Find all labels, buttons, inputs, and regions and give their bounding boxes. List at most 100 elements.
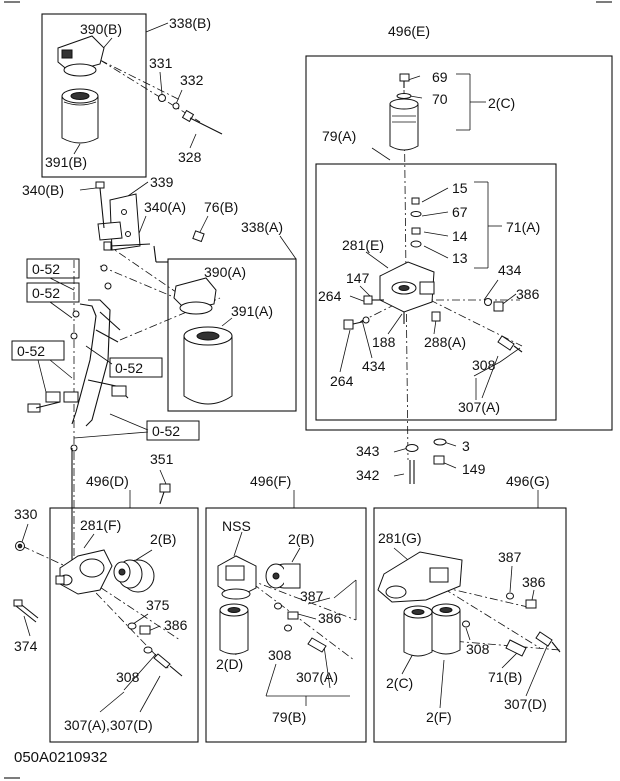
frame-79a — [315, 163, 557, 421]
label-343: 343 — [356, 443, 380, 459]
label-2b-mid: 2(B) — [288, 531, 314, 547]
label-79b: 79(B) — [272, 709, 306, 725]
label-332: 332 — [180, 72, 204, 88]
label-2c-top: 2(C) — [488, 95, 515, 111]
label-147: 147 — [346, 270, 370, 286]
label-71b: 71(B) — [488, 669, 522, 685]
label-387-right: 387 — [498, 549, 522, 565]
filter-element-2b-left — [113, 559, 155, 593]
bolt-264 — [343, 319, 363, 330]
filter-cartridge-2c-top — [389, 98, 419, 151]
label-330: 330 — [14, 506, 38, 522]
label-0-52-a: 0-52 — [32, 261, 60, 277]
label-0-52-b: 0-52 — [32, 285, 60, 301]
frame-496f — [205, 507, 367, 743]
label-331: 331 — [149, 55, 173, 71]
label-339: 339 — [150, 174, 174, 190]
label-188: 188 — [372, 334, 396, 350]
label-307ad: 307(A),307(D) — [64, 717, 153, 733]
bolt-340b — [95, 181, 105, 229]
drawing-id: 050A0210932 — [14, 749, 107, 766]
filter-element-2f — [431, 603, 461, 655]
frame-338b — [41, 13, 147, 178]
label-281g: 281(G) — [378, 530, 422, 546]
label-338a: 338(A) — [241, 219, 283, 235]
label-340a: 340(A) — [144, 199, 186, 215]
label-342: 342 — [356, 467, 380, 483]
filter-element-2d — [219, 603, 249, 655]
filter-head-390a — [173, 277, 217, 315]
label-496d: 496(D) — [86, 473, 129, 489]
label-15: 15 — [452, 180, 468, 196]
label-0-52-d: 0-52 — [115, 360, 143, 376]
bracket-assembly-left — [27, 264, 129, 452]
fitting-71b — [505, 639, 527, 657]
label-281f: 281(F) — [80, 517, 121, 533]
bolt-147 — [363, 295, 384, 305]
label-391b: 391(B) — [45, 154, 87, 170]
filter-element-2c-bot — [403, 605, 433, 657]
label-2f: 2(F) — [426, 709, 452, 725]
label-496e: 496(E) — [388, 23, 430, 39]
label-14: 14 — [452, 228, 468, 244]
label-69: 69 — [432, 69, 448, 85]
frame-338a — [167, 258, 297, 412]
label-67: 67 — [452, 204, 468, 220]
label-328: 328 — [178, 149, 202, 165]
label-71a: 71(A) — [506, 219, 540, 235]
fitting-307d — [535, 631, 561, 653]
label-387-mid: 387 — [300, 588, 324, 604]
filter-element-2b-mid — [265, 563, 301, 589]
frame-496g — [373, 507, 567, 743]
filter-element-391b — [61, 88, 99, 144]
label-386-left: 386 — [164, 617, 188, 633]
label-2c-bot: 2(C) — [386, 675, 413, 691]
filter-head-281f — [55, 549, 113, 595]
label-390b: 390(B) — [80, 21, 122, 37]
label-434-a: 434 — [498, 262, 522, 278]
filter-head-390b — [57, 35, 105, 77]
stud-374 — [13, 599, 39, 623]
label-308-right: 308 — [466, 641, 490, 657]
label-375: 375 — [146, 597, 170, 613]
label-0-52-e: 0-52 — [152, 423, 180, 439]
label-nss: NSS — [222, 518, 251, 534]
label-391a: 391(A) — [231, 303, 273, 319]
label-264-b: 264 — [330, 373, 354, 389]
label-79a: 79(A) — [322, 128, 356, 144]
label-281e: 281(E) — [342, 237, 384, 253]
label-0-52-c: 0-52 — [17, 343, 45, 359]
label-390a: 390(A) — [204, 264, 246, 280]
label-2b-left: 2(B) — [150, 531, 176, 547]
label-434-b: 434 — [362, 358, 386, 374]
filter-head-nss — [217, 555, 257, 600]
filter-element-391a — [183, 326, 233, 405]
label-149: 149 — [462, 461, 486, 477]
bolt-149 — [433, 455, 445, 465]
pipe-342 — [405, 444, 419, 484]
bolt-69 — [399, 73, 410, 88]
fitting-307a-top — [497, 335, 523, 353]
label-307d: 307(D) — [504, 696, 547, 712]
label-496g: 496(G) — [506, 473, 550, 489]
bolt-351 — [159, 483, 171, 505]
label-307a-top: 307(A) — [458, 399, 500, 415]
label-288a: 288(A) — [424, 334, 466, 350]
label-496f: 496(F) — [250, 473, 291, 489]
bolt-328 — [181, 109, 223, 135]
label-307a-mid: 307(A) — [296, 669, 338, 685]
label-264-a: 264 — [318, 288, 342, 304]
filter-head-281g — [377, 551, 463, 603]
label-3: 3 — [462, 438, 470, 454]
label-308-mid: 308 — [268, 647, 292, 663]
label-351: 351 — [150, 451, 174, 467]
label-2d: 2(D) — [216, 656, 243, 672]
label-13: 13 — [452, 250, 468, 266]
label-386-mid: 386 — [318, 610, 342, 626]
label-374: 374 — [14, 638, 38, 654]
label-386-top: 386 — [516, 286, 540, 302]
filter-head-281e — [379, 261, 435, 324]
frame-496e — [305, 55, 613, 431]
frame-496d — [49, 507, 199, 743]
